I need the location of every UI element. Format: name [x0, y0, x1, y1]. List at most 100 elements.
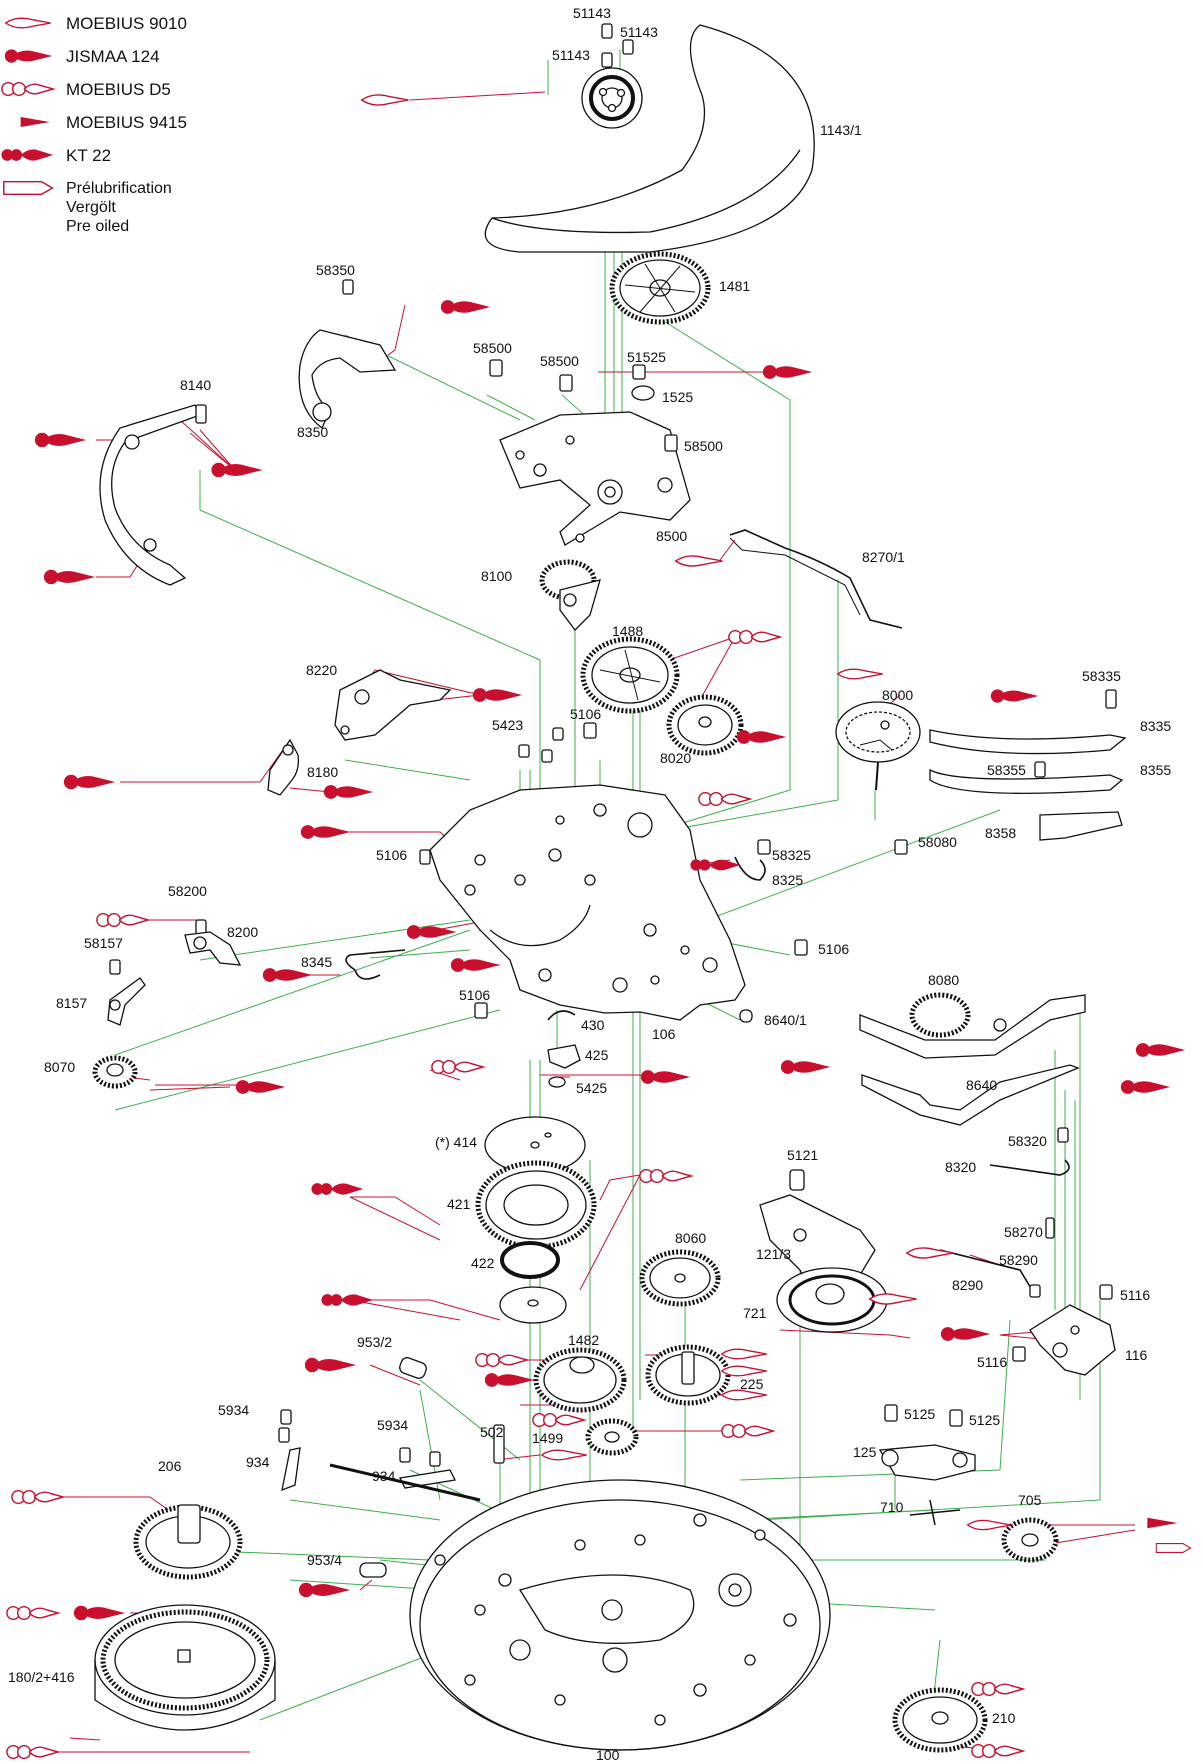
- part-label: 8355: [1140, 762, 1171, 778]
- oil-drop-double-filled-icon: [211, 462, 263, 478]
- part-label: 8500: [656, 528, 687, 544]
- ring-421: [475, 1160, 597, 1250]
- screws: [109, 722, 908, 1023]
- wheel-210: [892, 1687, 988, 1753]
- part-label: 58270: [1004, 1224, 1043, 1240]
- oil-drop-triple-filled-icon: [1, 149, 54, 161]
- oil-drop-triple-outline-icon: [6, 1744, 59, 1760]
- part-label: 5106: [818, 941, 849, 957]
- legend-label-prelubrification: Prélubrification: [66, 180, 172, 197]
- oil-drop-double-filled-icon: [472, 688, 523, 702]
- oil-drop-triple-outline-icon: [431, 1059, 484, 1075]
- part-label: 5121: [787, 1147, 818, 1163]
- part-label: 5425: [576, 1080, 607, 1096]
- oil-drop-double-filled-icon: [73, 1605, 126, 1621]
- part-label: 58335: [1082, 668, 1121, 684]
- part-label: 1481: [719, 278, 750, 294]
- wheel-8100: [539, 559, 601, 631]
- oil-drop-double-filled-icon: [484, 1373, 535, 1387]
- oil-drop-double-filled-icon: [640, 1070, 691, 1084]
- oil-drop-double-filled-icon: [323, 785, 374, 799]
- oil-drop-triple-outline-icon: [6, 1605, 59, 1621]
- oil-drop-double-filled-icon: [4, 49, 53, 63]
- oil-drop-outline-icon: [720, 1365, 768, 1377]
- part-label: 58290: [999, 1252, 1038, 1268]
- oil-drop-triple-outline-icon: [698, 791, 751, 807]
- part-label: 8350: [297, 424, 328, 440]
- oil-drop-outline-icon: [720, 1348, 768, 1360]
- oil-drop-triple-filled-icon: [321, 1294, 374, 1306]
- part-label: 180/2+416: [8, 1669, 75, 1685]
- oil-drop-triple-outline-icon: [475, 1352, 528, 1368]
- part-label: 1482: [568, 1332, 599, 1348]
- part-label: 8290: [952, 1277, 983, 1293]
- wheel-1499: [585, 1418, 639, 1456]
- oil-drop-double-filled-icon: [304, 1357, 357, 1373]
- part-label: 58355: [987, 762, 1026, 778]
- oil-drop-outline-icon: [361, 94, 410, 106]
- legend-label-vergolt: Vergölt: [66, 199, 116, 216]
- bridge-125-and-710: [878, 1404, 976, 1526]
- part-label: 8070: [44, 1059, 75, 1075]
- part-label: 206: [158, 1458, 182, 1474]
- oil-drop-small-filled-icon: [1147, 1517, 1178, 1529]
- legend-label-moebius-9010: MOEBIUS 9010: [66, 14, 187, 33]
- part-label: 8220: [306, 662, 337, 678]
- part-label: 5106: [570, 706, 601, 722]
- lever-8220: [334, 669, 452, 741]
- part-label: 8080: [928, 972, 959, 988]
- oil-drop-outline-icon: [869, 1293, 918, 1305]
- oil-drop-triple-outline-icon: [1, 81, 54, 97]
- legend-label-kt-22: KT 22: [66, 146, 111, 165]
- part-label: 58200: [168, 883, 207, 899]
- part-label: 100: [596, 1747, 620, 1763]
- part-label: 51525: [627, 349, 666, 365]
- wheel-705: [1001, 1517, 1059, 1563]
- lever-8350: [298, 279, 397, 430]
- part-label: 5125: [904, 1406, 935, 1422]
- part-label: 934: [246, 1454, 270, 1470]
- oil-drop-double-filled-icon: [34, 432, 87, 448]
- part-label: 51143: [620, 24, 658, 40]
- weight-screws: [601, 23, 634, 68]
- spring-8140: [99, 404, 207, 586]
- springs-8320-8290: [939, 1127, 1070, 1298]
- wheel-1482: [533, 1347, 627, 1413]
- part-label: 953/2: [357, 1334, 392, 1350]
- part-label: 8335: [1140, 718, 1171, 734]
- part-label: 58500: [473, 340, 512, 356]
- disk-under-422: [499, 1286, 567, 1324]
- part-label: 106: [652, 1026, 676, 1042]
- oil-drop-small-filled-icon: [20, 117, 50, 127]
- part-label: 8640/1: [764, 1012, 807, 1028]
- barrel-180-2-416: [94, 1604, 276, 1731]
- part-label: 8020: [660, 750, 691, 766]
- oil-drop-double-filled-icon: [940, 1327, 991, 1341]
- part-label: 51143: [552, 47, 590, 63]
- part-label: 5934: [218, 1402, 249, 1418]
- legend-label-pre-oiled: Pre oiled: [66, 218, 129, 235]
- oil-drop-double-filled-icon: [762, 365, 813, 379]
- part-label: 58157: [84, 935, 123, 951]
- part-label: 51143: [573, 5, 611, 21]
- oil-drop-double-filled-icon: [440, 300, 491, 314]
- part-label: 8000: [882, 687, 913, 703]
- part-label: 8180: [307, 764, 338, 780]
- oil-drop-triple-filled-icon: [690, 859, 741, 871]
- oil-drop-triple-outline-icon: [11, 1489, 64, 1505]
- wheel-225: [645, 1344, 731, 1406]
- part-label: 210: [992, 1710, 1016, 1726]
- main-plate-100: [329, 1463, 831, 1751]
- part-label: 58500: [540, 353, 579, 369]
- parts-8200-8157-8070: [92, 931, 242, 1089]
- oscillating-weight: [484, 24, 815, 253]
- main-plate-106: [429, 784, 746, 1021]
- part-label: 422: [471, 1255, 495, 1271]
- parts-8080-8640: [859, 992, 1086, 1126]
- oil-drop-double-filled-icon: [298, 1582, 351, 1598]
- part-label: 8345: [301, 954, 332, 970]
- oil-drop-triple-outline-icon: [728, 629, 781, 645]
- part-label: 8270/1: [862, 549, 905, 565]
- springs-8345-8325: [345, 856, 766, 980]
- part-label: 8100: [481, 568, 512, 584]
